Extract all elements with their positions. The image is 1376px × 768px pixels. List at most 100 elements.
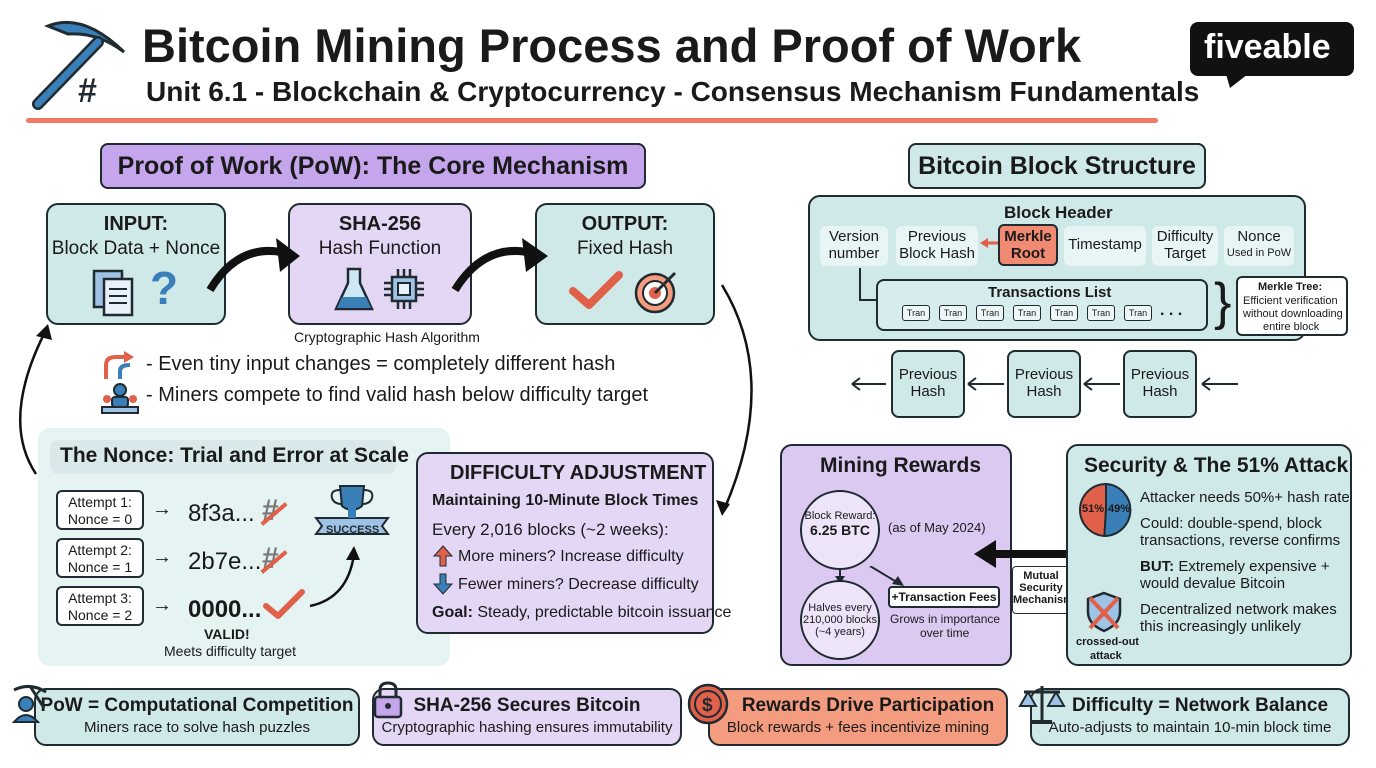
chip-icon: [384, 269, 424, 309]
page-title: Bitcoin Mining Process and Proof of Work: [142, 19, 1082, 72]
arrow-down-icon: [432, 573, 454, 595]
note-hash-change: - Even tiny input changes = completely d…: [146, 353, 616, 375]
attempt-2-box: Attempt 2: Nonce = 1: [56, 538, 144, 578]
title-underline: [26, 118, 1158, 123]
tx-item: Tran: [902, 305, 930, 321]
tx-item: Tran: [1124, 305, 1152, 321]
miners-icon: [101, 383, 139, 414]
difficulty-subtitle: Maintaining 10-Minute Block Times: [432, 492, 699, 509]
question-icon: ?: [150, 262, 179, 314]
tx-item: Tran: [1050, 305, 1078, 321]
tx-item: Tran: [1013, 305, 1041, 321]
tx-item: Tran: [939, 305, 967, 321]
success-arrow: [309, 546, 360, 608]
hash-caption: Cryptographic Hash Algorithm: [294, 329, 480, 345]
input-box: INPUT: Block Data + Nonce ?: [46, 203, 226, 325]
fiveable-logo[interactable]: fiveable: [1190, 22, 1354, 88]
attempt-1-hash: 8f3a...: [188, 500, 255, 527]
security-p1: Attacker needs 50%+ hash rate: [1140, 489, 1350, 506]
block-reward-circle: Block Reward: 6.25 BTC: [800, 490, 880, 570]
tx-item: Tran: [1087, 305, 1115, 321]
pickaxe-hash-icon: #: [28, 12, 128, 112]
success-label: SUCCESS: [326, 524, 380, 536]
attempt-2-arrow: →: [152, 546, 172, 568]
hash-text: Hash Function: [318, 238, 442, 259]
attempt-2-hash: 2b7e...: [188, 548, 262, 575]
security-p4b: this increasingly unlikely: [1140, 618, 1301, 635]
security-p3b: would devalue Bitcoin: [1140, 575, 1286, 592]
fees-sub2: over time: [920, 626, 970, 640]
attempt-1-arrow: →: [152, 498, 172, 520]
svg-text:#: #: [78, 72, 97, 110]
arrow-up-icon: [432, 545, 454, 567]
valid-sublabel: Meets difficulty target: [164, 643, 297, 659]
rewards-title: Mining Rewards: [820, 454, 982, 477]
hash-function-box: SHA-256 Hash Function: [288, 203, 472, 325]
valid-label: VALID!: [204, 626, 250, 642]
difficulty-box: DIFFICULTY ADJUSTMENT Maintaining 10-Min…: [416, 452, 731, 634]
banner-difficulty: Difficulty = Network Balance Auto-adjust…: [1030, 688, 1350, 746]
pie-label-49: 49%: [1108, 503, 1131, 515]
pie-label-51: 51%: [1082, 503, 1105, 515]
tx-title: Transactions List: [988, 284, 1112, 301]
output-text: Fixed Hash: [576, 238, 674, 259]
merkle-tree-note: Merkle Tree: Efficient verification with…: [1236, 276, 1348, 336]
attempt-2-invalid-mark: #: [260, 542, 288, 576]
reward-as-of: (as of May 2024): [888, 520, 986, 535]
block-header-label: Block Header: [1004, 203, 1113, 222]
coin-icon: $: [687, 683, 729, 725]
difficulty-every: Every 2,016 blocks (~2 weeks):: [432, 520, 669, 539]
block-section-title: Bitcoin Block Structure: [908, 143, 1206, 189]
security-p2a: Could: double-spend, block: [1140, 515, 1322, 532]
documents-icon: [92, 269, 134, 317]
input-text: Block Data + Nonce: [51, 238, 221, 259]
trophy-icon: [314, 485, 390, 535]
branch-arrows-icon: [104, 351, 134, 379]
attempt-3-hash: 0000...: [188, 596, 262, 623]
target-icon: [634, 271, 677, 314]
attack-pie-chart: [1079, 482, 1132, 538]
miner-icon: [11, 685, 47, 723]
svg-text:$: $: [702, 695, 713, 716]
flask-icon: [334, 267, 374, 311]
fees-sub1: Grows in importance: [890, 612, 1001, 626]
attempt-1-invalid-mark: #: [260, 494, 288, 528]
page-subtitle: Unit 6.1 - Blockchain & Cryptocurrency -…: [146, 76, 1200, 107]
hash-title: SHA-256: [338, 213, 422, 235]
banner-pow: PoW = Computational Competition Miners r…: [34, 688, 360, 746]
output-box: OUTPUT: Fixed Hash: [535, 203, 715, 325]
fees-box: +Transaction Fees: [888, 586, 1000, 608]
input-title: INPUT:: [103, 213, 169, 235]
balance-scale-icon: [1018, 686, 1066, 724]
security-p3a: BUT: Extremely expensive +: [1140, 558, 1330, 575]
difficulty-down: Fewer miners? Decrease difficulty: [458, 576, 699, 593]
halving-circle: Halves every 210,000 blocks (~4 years): [800, 580, 880, 660]
pow-section-title: Proof of Work (PoW): The Core Mechanism: [100, 143, 646, 189]
banner-sha256: SHA-256 Secures Bitcoin Cryptographic ha…: [372, 688, 682, 746]
tx-bracket: }: [1214, 273, 1232, 331]
note-miners-compete: - Miners compete to find valid hash belo…: [146, 384, 649, 406]
security-title: Security & The 51% Attack: [1084, 454, 1349, 477]
merkle-arrow: [980, 238, 998, 248]
difficulty-goal: Goal: Steady, predictable bitcoin issuan…: [432, 604, 732, 621]
difficulty-up: More miners? Increase difficulty: [458, 548, 684, 565]
logo-text: fiveable: [1204, 28, 1331, 66]
valid-checkmark-icon: [263, 589, 305, 619]
security-p2b: transactions, reverse confirms: [1140, 532, 1341, 549]
nonce-title: The Nonce: Trial and Error at Scale: [60, 444, 409, 467]
banner-rewards: Rewards Drive Participation Block reward…: [708, 688, 1008, 746]
attack-label: attack: [1090, 650, 1122, 662]
security-box: Security & The 51% Attack: [1066, 444, 1352, 666]
chain-arrows: [851, 377, 1238, 391]
transactions-list-box: Transactions List: [876, 279, 1208, 331]
field-timestamp: Timestamp: [1064, 226, 1146, 266]
shield-crossed-icon: [1086, 591, 1122, 633]
